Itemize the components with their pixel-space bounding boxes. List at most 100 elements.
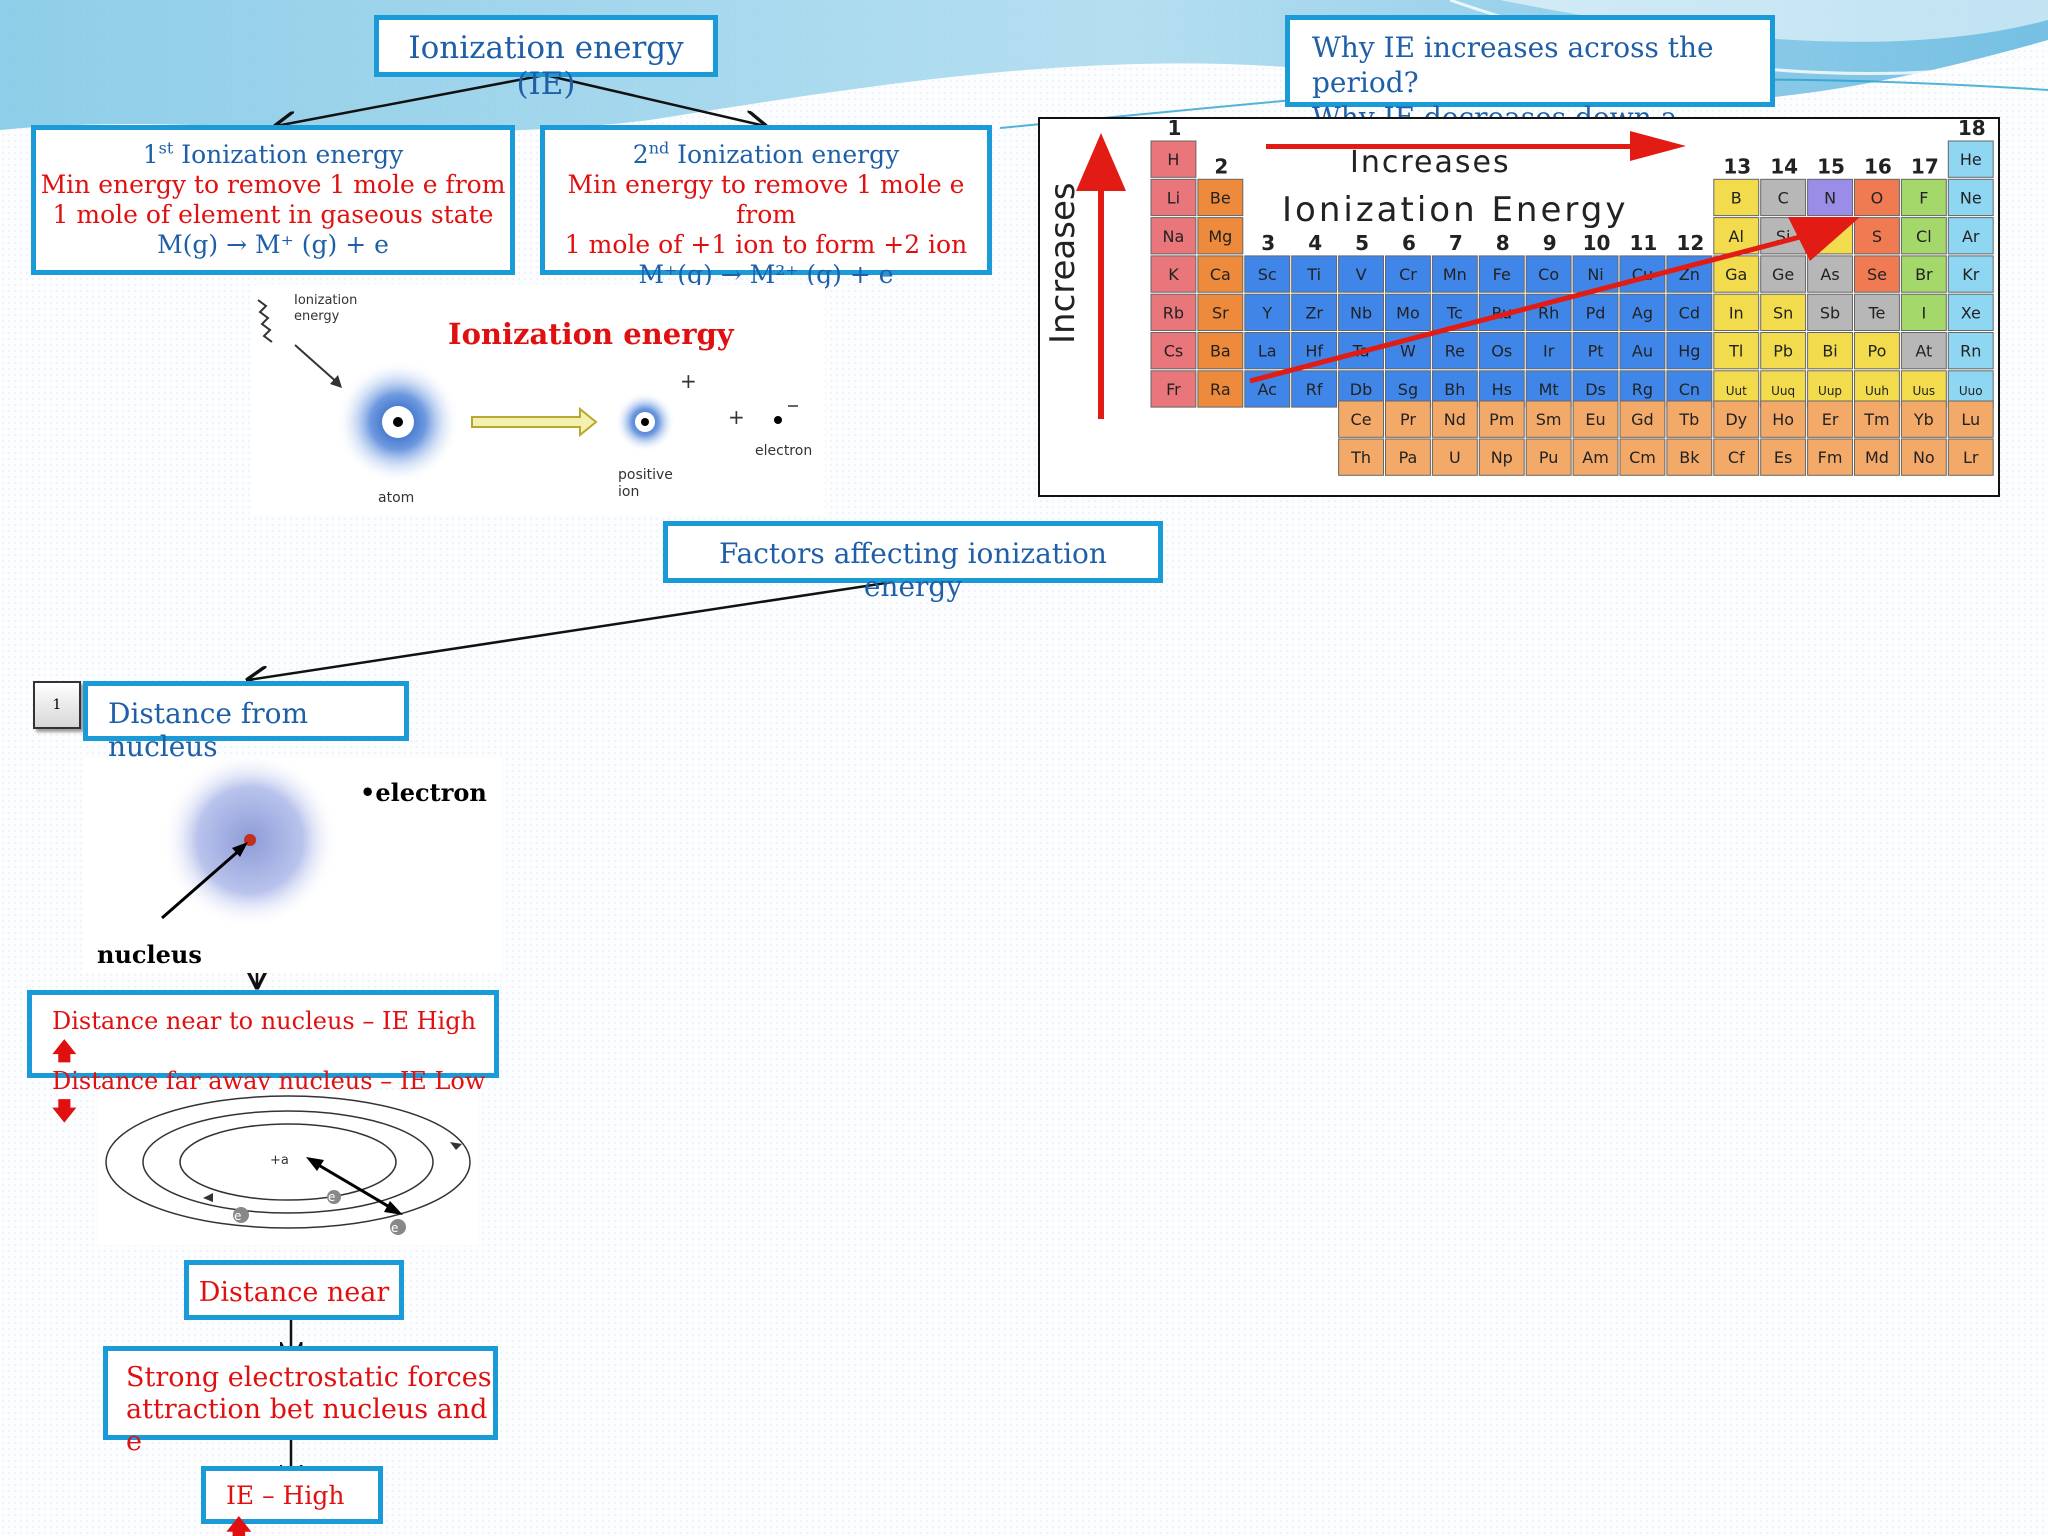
actinide-cell — [1478, 438, 1525, 476]
yellow-arrow — [471, 406, 598, 438]
second-ie-line1: Min energy to remove 1 mole e from — [567, 170, 965, 229]
element-symbol: Fr — [1166, 380, 1181, 399]
element-symbol: Nb — [1350, 303, 1372, 322]
element-symbol: C — [1778, 188, 1789, 207]
up-arrow-icon: 🡅 — [226, 1514, 252, 1536]
distance-effect-box: Distance near to nucleus – IE High 🡅 Dis… — [27, 990, 499, 1125]
element-cell — [1666, 293, 1713, 331]
orbit-electron-label-1: e — [234, 1209, 241, 1223]
element-symbol: Sg — [1398, 380, 1418, 399]
diagram-atom-label: atom — [378, 490, 415, 506]
element-cell — [1807, 178, 1853, 217]
element-cell — [1572, 332, 1619, 370]
element-symbol: Tc — [1446, 303, 1463, 322]
element-cell — [1760, 332, 1807, 370]
element-cell — [1150, 370, 1197, 408]
side-arrow-label: Increases — [1043, 182, 1083, 344]
nucleus-label: nucleus — [97, 940, 202, 969]
lanthanide-cell — [1525, 400, 1572, 438]
lanthanide-symbol: Ho — [1772, 410, 1794, 429]
orbit-electron-label-3: e — [391, 1221, 398, 1235]
element-symbol: V — [1356, 265, 1367, 284]
element-symbol: Bi — [1822, 342, 1837, 361]
arrow-to-distance — [248, 577, 913, 680]
actinide-cell — [1900, 438, 1947, 476]
element-symbol: La — [1258, 342, 1277, 361]
element-cell — [1338, 255, 1385, 293]
lanthanide-cell — [1572, 400, 1619, 438]
actinide-symbol: Pu — [1539, 448, 1559, 467]
element-cell — [1150, 178, 1197, 217]
element-symbol: Db — [1350, 380, 1372, 399]
element-symbol: Al — [1729, 227, 1744, 246]
element-cell — [1478, 255, 1525, 293]
diagonal-arrow-shaft — [1249, 234, 1801, 384]
orbit-electron-1 — [233, 1207, 249, 1223]
element-cell — [1150, 140, 1197, 178]
diagram-energy-label: Ionization energy — [294, 293, 358, 324]
element-cell — [1197, 255, 1244, 293]
element-cell — [1150, 255, 1197, 293]
element-symbol: Xe — [1961, 303, 1981, 322]
first-ie-line2: 1 mole of element in gaseous state — [52, 200, 494, 229]
actinide-cell — [1431, 438, 1478, 476]
group-label: 6 — [1402, 231, 1416, 255]
page-title: Ionization energy (IE) — [408, 30, 684, 102]
element-symbol: Uut — [1726, 384, 1747, 398]
lanthanide-cell — [1385, 400, 1431, 438]
element-cell — [1244, 293, 1291, 331]
element-cell — [1150, 293, 1197, 331]
question-period: Why IE increases across the period? — [1312, 31, 1714, 99]
diagram-title: Ionization energy — [448, 317, 734, 351]
element-cell — [1900, 332, 1947, 370]
element-symbol: Ge — [1772, 265, 1794, 284]
element-symbol: Mn — [1443, 265, 1467, 284]
distance-title: Distance from nucleus — [108, 697, 309, 763]
element-cell — [1900, 178, 1947, 217]
lanthanide-symbol: Eu — [1585, 410, 1605, 429]
group-label: 2 — [1214, 154, 1228, 178]
actinide-symbol: Es — [1774, 448, 1792, 467]
group-label: 9 — [1543, 231, 1557, 255]
questions-box: Why IE increases across the period? Why … — [1285, 15, 1775, 169]
actinide-cell — [1338, 438, 1385, 476]
element-cell — [1385, 255, 1431, 293]
element-symbol: At — [1915, 342, 1932, 361]
element-symbol: Pb — [1773, 342, 1793, 361]
element-cell — [1713, 178, 1760, 217]
element-cell — [1854, 332, 1900, 370]
element-cell — [1525, 255, 1572, 293]
element-symbol: Au — [1632, 342, 1653, 361]
element-cell — [1572, 293, 1619, 331]
diagram-ion-plus: + — [680, 369, 697, 393]
distance-title-box: Distance from nucleus — [83, 681, 409, 763]
actinide-symbol: Cf — [1728, 448, 1745, 467]
lanthanide-symbol: Yb — [1913, 410, 1934, 429]
ionization-diagram: Ionization energy Ionization energy + + … — [250, 285, 825, 515]
second-ie-line2: 1 mole of +1 ion to form +2 ion — [564, 230, 968, 259]
group-label: 5 — [1355, 231, 1369, 255]
element-cell — [1713, 332, 1760, 370]
element-symbol: Fe — [1493, 265, 1511, 284]
element-symbol: Cr — [1399, 265, 1417, 284]
ie-high-box: IE – High 🡅 — [201, 1466, 383, 1536]
element-cell — [1385, 293, 1431, 331]
factors-box: Factors affecting ionization energy — [663, 521, 1163, 603]
element-symbol: Po — [1868, 342, 1887, 361]
element-symbol: Sb — [1820, 303, 1840, 322]
element-cell — [1807, 332, 1853, 370]
group-label: 17 — [1911, 154, 1939, 178]
factors-title: Factors affecting ionization energy — [719, 537, 1107, 603]
distance-near-line: Distance near to nucleus – IE High 🡅 — [52, 1007, 477, 1065]
arrow-to-first-ie — [276, 73, 546, 126]
lanthanide-symbol: Pr — [1400, 410, 1416, 429]
element-symbol: Rn — [1960, 342, 1981, 361]
element-symbol: H — [1167, 150, 1179, 169]
element-symbol: Uuq — [1771, 384, 1795, 398]
factor-number-badge: 1 — [33, 681, 81, 729]
lanthanide-symbol: Tm — [1863, 410, 1889, 429]
actinide-cell — [1525, 438, 1572, 476]
element-symbol: Co — [1538, 265, 1559, 284]
orbit-electron-2 — [327, 1190, 341, 1204]
diagram-plus: + — [728, 405, 745, 429]
